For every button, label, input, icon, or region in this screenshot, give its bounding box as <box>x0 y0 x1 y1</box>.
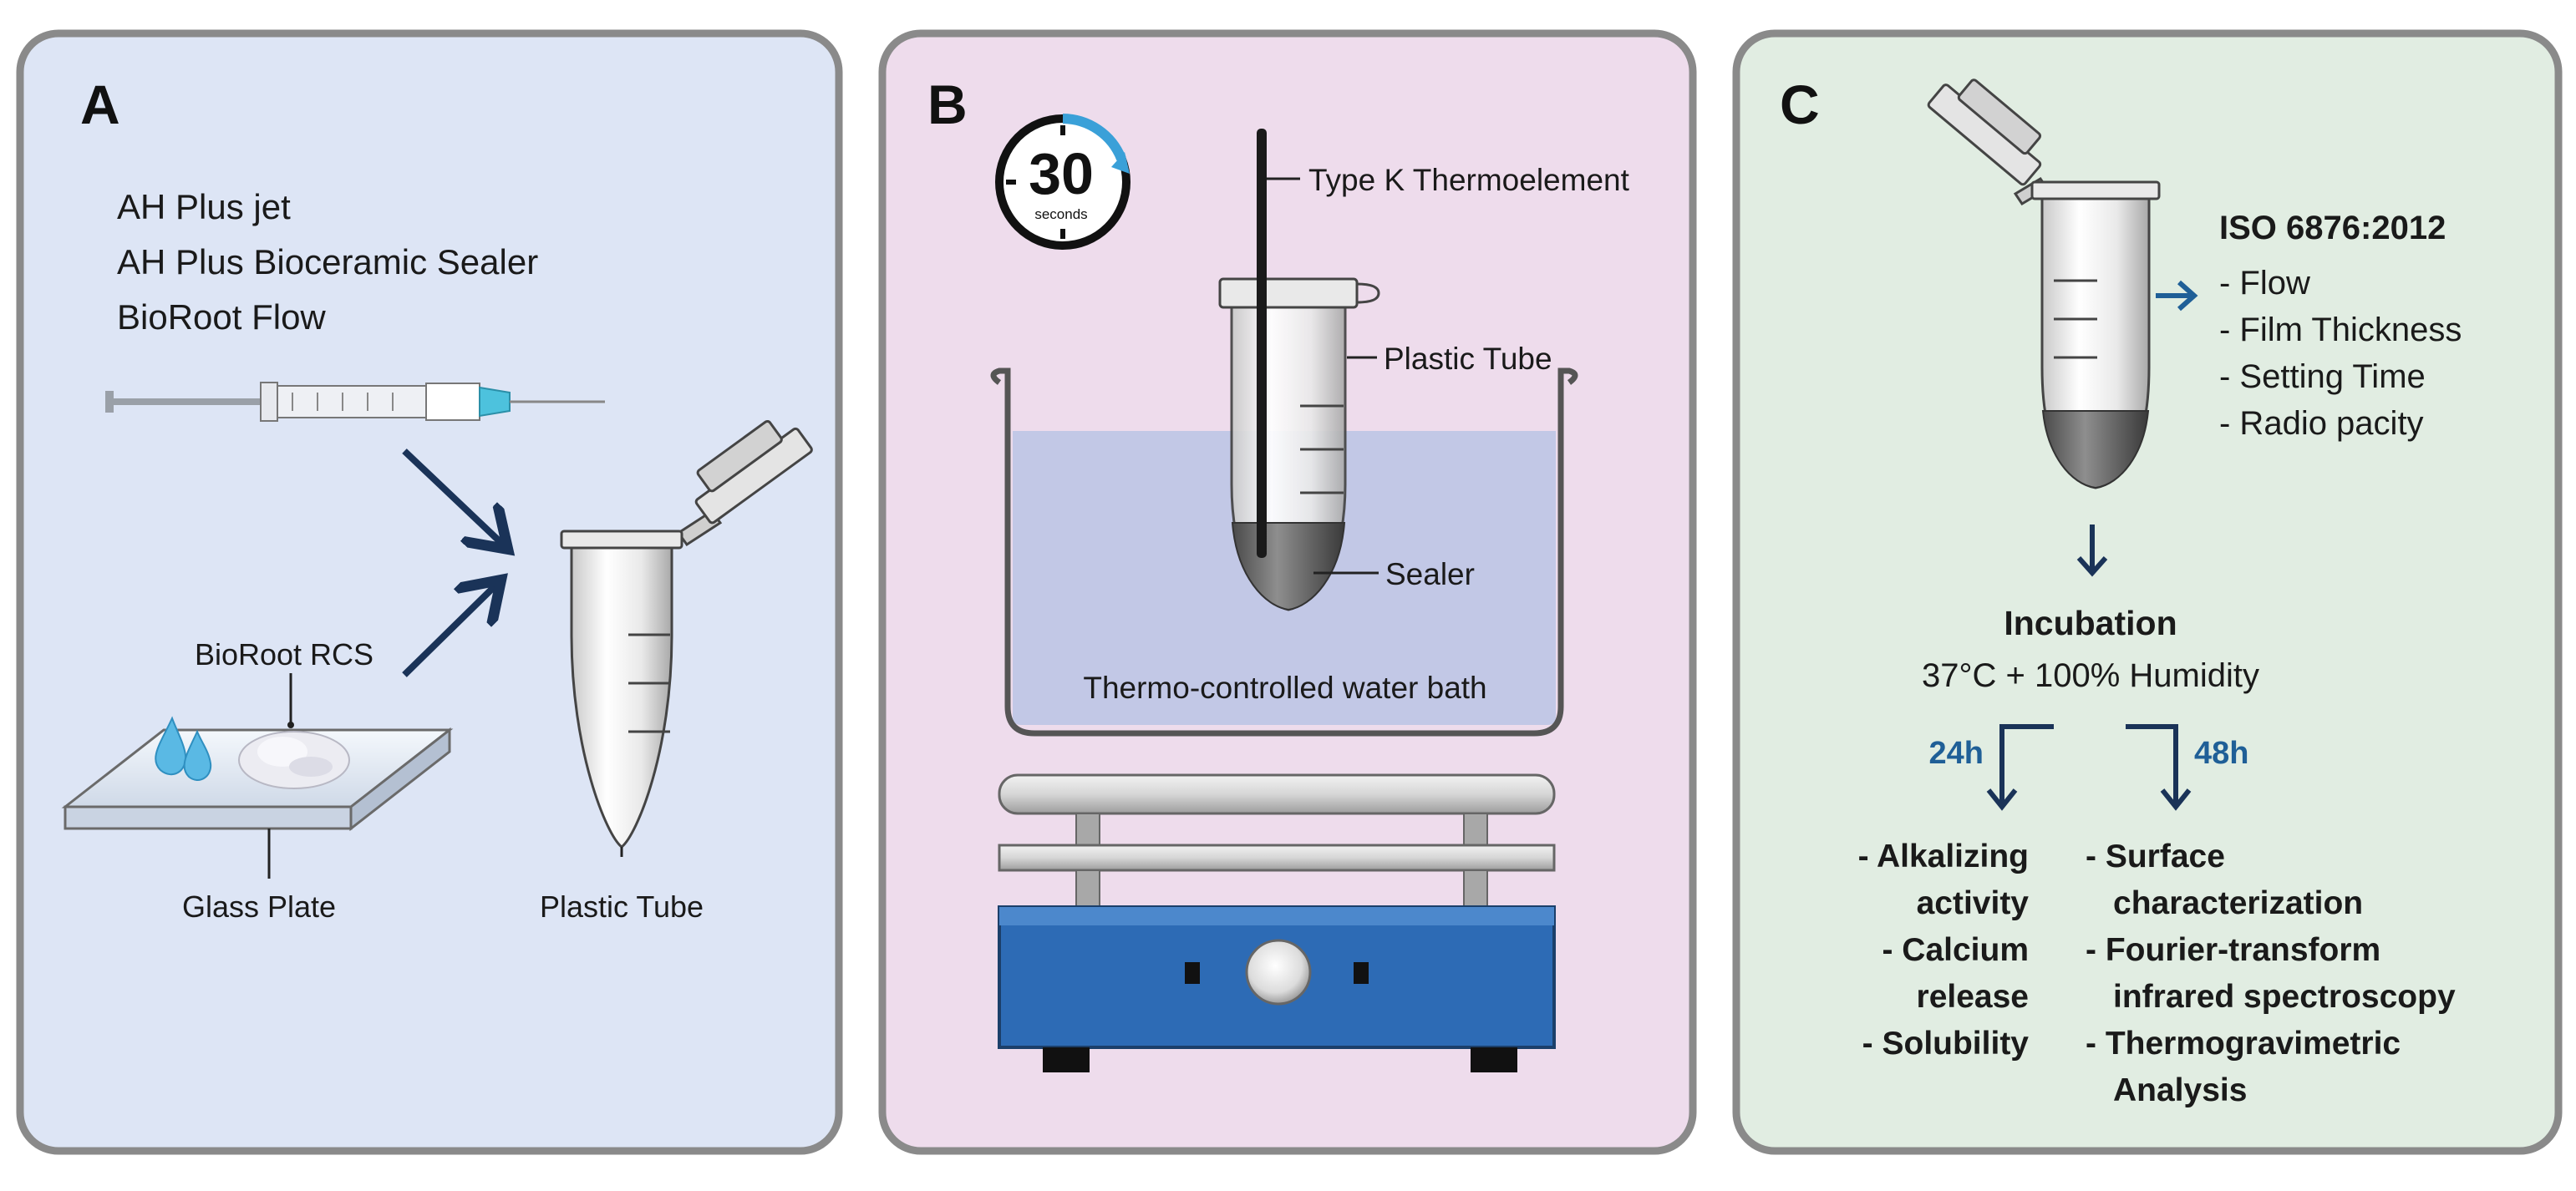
tube-label: Plastic Tube <box>540 889 704 924</box>
panel-c: C ISO 6876:2012 - Flow - Film Thickness … <box>1732 29 2563 1155</box>
thermo-label: Type K Thermoelement <box>1308 163 1630 197</box>
incubation-conditions: 37°C + 100% Humidity <box>1922 657 2259 694</box>
panel-c-letter: C <box>1780 73 1820 135</box>
timer-value: 30 <box>1029 141 1094 206</box>
list-24h-item: - Calcium <box>1882 932 2029 968</box>
timer-unit: seconds <box>1034 206 1087 222</box>
sealer-item: BioRoot Flow <box>117 297 326 337</box>
list-24h: - Alkalizing activity - Calcium release … <box>1858 839 2030 1062</box>
list-24h-item: activity <box>1917 885 2030 921</box>
sealer-label: Sealer <box>1385 557 1475 591</box>
list-48h-item: - Fourier-transform <box>2086 932 2380 968</box>
list-24h-item: release <box>1917 979 2029 1015</box>
list-48h-item: - Thermogravimetric <box>2086 1026 2401 1062</box>
syringe-icon <box>105 382 605 422</box>
arrow-down-icon <box>2076 525 2108 577</box>
hotplate-stand <box>998 773 1556 908</box>
panel-b: B 30 seconds Ty <box>878 29 1697 1155</box>
list-24h-item: - Solubility <box>1862 1026 2030 1062</box>
panel-a-frame <box>16 29 843 1155</box>
timer-icon: 30 seconds <box>995 114 1130 250</box>
plate-label: Glass Plate <box>182 889 336 924</box>
panel-b-letter: B <box>927 73 968 135</box>
list-48h-item: characterization <box>2113 885 2363 921</box>
iso-test-item: - Film Thickness <box>2219 312 2462 348</box>
panel-a-letter: A <box>80 73 120 135</box>
split-arrow-24h <box>1986 724 2054 811</box>
tube-icon <box>560 419 813 857</box>
iso-test-item: - Radio pacity <box>2219 405 2424 442</box>
list-48h-item: - Surface <box>2086 839 2225 874</box>
thermoelement-probe <box>1257 129 1267 558</box>
powder-label: BioRoot RCS <box>195 637 373 672</box>
hotplate-base <box>998 905 1556 1072</box>
iso-title: ISO 6876:2012 <box>2219 210 2446 246</box>
panel-c-frame <box>1732 29 2563 1155</box>
incubation-title: Incubation <box>2004 604 2177 642</box>
list-24h-item: - Alkalizing <box>1858 839 2029 874</box>
bath-label: Thermo-controlled water bath <box>1083 671 1486 705</box>
split-arrow-48h <box>2126 724 2192 811</box>
tube-icon <box>1927 79 2161 489</box>
sealer-list: AH Plus jet AH Plus Bioceramic Sealer Bi… <box>117 187 538 337</box>
iso-test-item: - Flow <box>2219 265 2310 302</box>
list-48h-item: Analysis <box>2113 1072 2247 1108</box>
iso-test-item: - Setting Time <box>2219 358 2426 395</box>
sealer-item: AH Plus Bioceramic Sealer <box>117 242 538 281</box>
sealer-item: AH Plus jet <box>117 187 291 226</box>
arrow-plate-to-tube <box>402 585 496 677</box>
droplet-icon <box>155 716 212 781</box>
arrow-right-icon <box>2156 280 2198 312</box>
powder-pile <box>238 731 350 789</box>
label-48h: 48h <box>2194 736 2248 771</box>
tube-label: Plastic Tube <box>1384 342 1552 376</box>
iso-test-list: - Flow - Film Thickness - Setting Time -… <box>2219 265 2462 442</box>
panel-a: A AH Plus jet AH Plus Bioceramic Sealer … <box>16 29 843 1155</box>
label-24h: 24h <box>1929 736 1984 771</box>
knob-icon <box>1245 939 1312 1006</box>
arrow-syringe-to-tube <box>402 449 503 545</box>
list-48h: - Surface characterization - Fourier-tra… <box>2086 839 2456 1108</box>
list-48h-item: infrared spectroscopy <box>2113 979 2456 1015</box>
